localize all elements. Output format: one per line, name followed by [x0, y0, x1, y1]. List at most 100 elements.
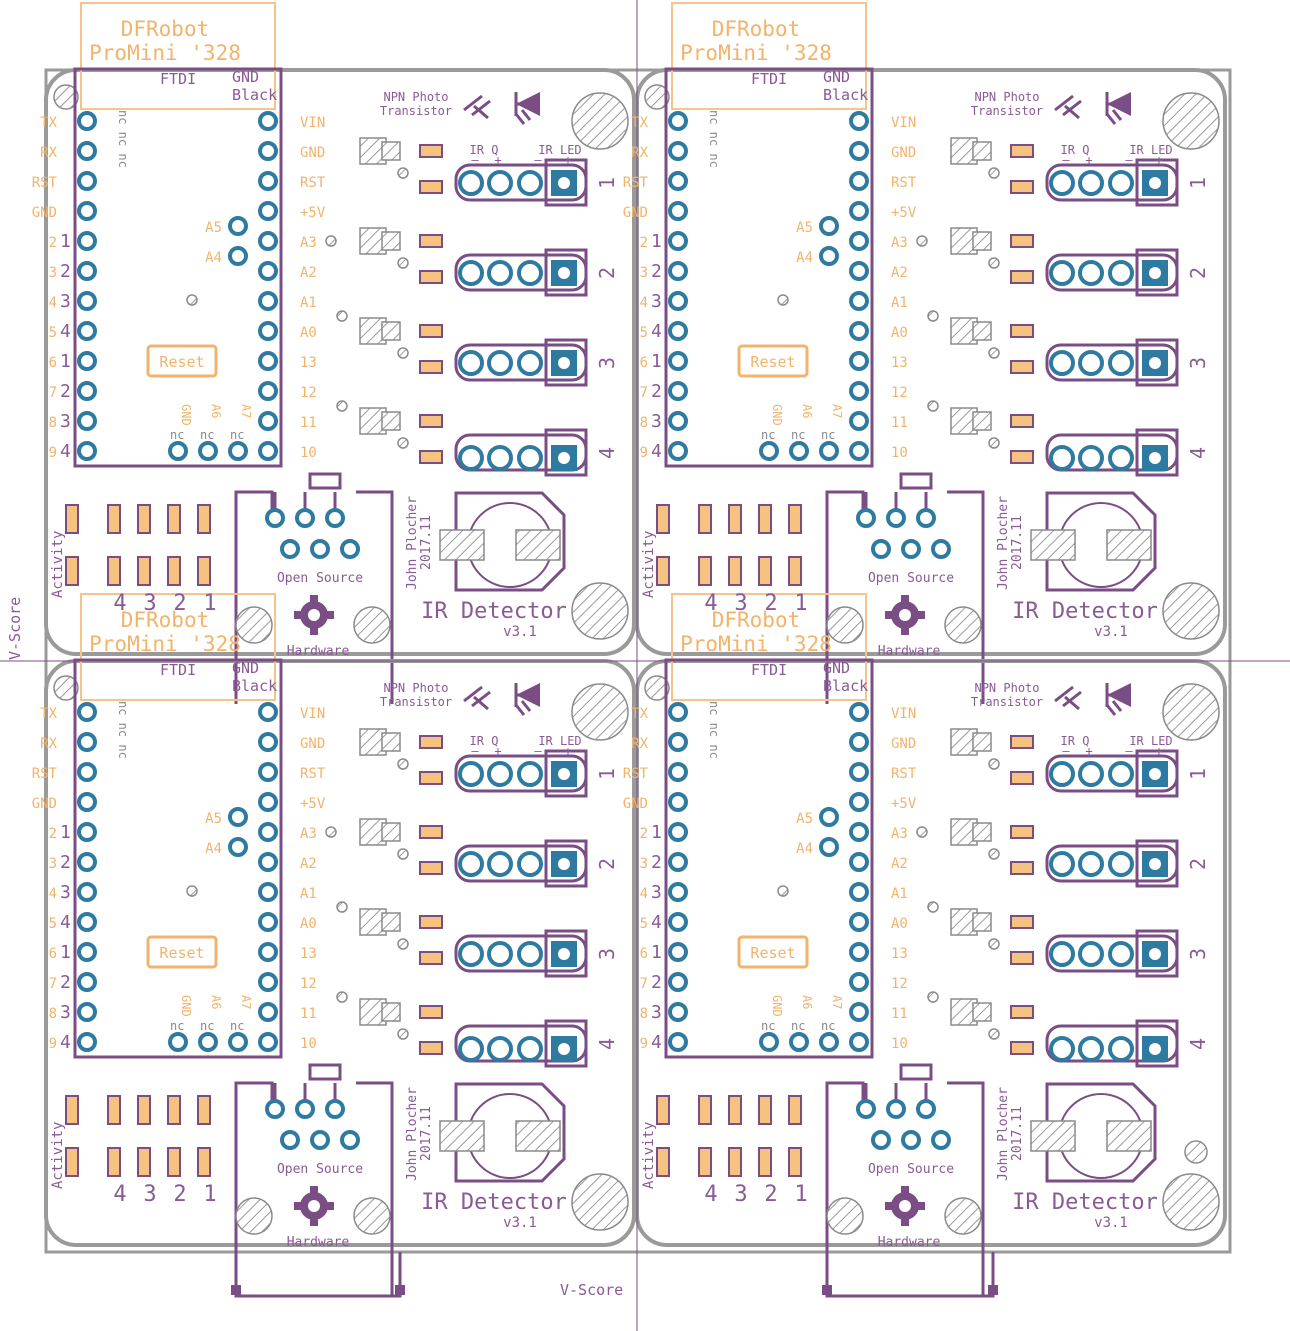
board-4-left-pin-label-3: GND [623, 796, 648, 812]
board-4-right-pin-label-7: A0 [891, 916, 908, 932]
board-3-module-title-1: DFRobot [121, 608, 210, 632]
board-1-bottom-pin-label-0: GND [179, 404, 193, 426]
board-4-right-pin-label-2: RST [891, 766, 917, 782]
board-3-digital-num-3: 5 [49, 916, 57, 932]
board-3-activity-num-1: 3 [143, 1182, 156, 1207]
board-2-right-pin-label-7: A0 [891, 325, 908, 341]
board-4-bottom-pin-label-2: A7 [830, 995, 844, 1009]
board-2-module-title-2: ProMini '328 [680, 41, 832, 65]
board-1-right-pin-label-0: VIN [300, 115, 325, 131]
board-2-channel-side-num-7: 4 [651, 441, 662, 462]
board-2-npn-label-1: NPN Photo [974, 90, 1039, 104]
board-3-digital-num-5: 7 [49, 976, 57, 992]
board-4-channel-side-num-7: 4 [651, 1032, 662, 1053]
board-3-a5-label: A5 [205, 811, 222, 827]
board-2-digital-num-7: 9 [640, 445, 648, 461]
board-4-channel-side-num-1: 2 [651, 852, 662, 873]
board-2-ir-led-label: IR LED [1129, 143, 1172, 157]
board-2-right-pin-label-1: GND [891, 145, 916, 161]
board-3-plus-2: + [564, 744, 571, 758]
board-3-channel-side-num-1: 2 [60, 852, 71, 873]
board-2-channel-side-num-0: 1 [651, 231, 662, 252]
board-3-channel-side-num-7: 4 [60, 1032, 71, 1053]
board-2-version: v3.1 [1094, 624, 1128, 640]
board-4-a4-label: A4 [796, 841, 813, 857]
board-1-black-label: Black [232, 86, 277, 104]
board-3-right-pin-label-7: A0 [300, 916, 317, 932]
board-3-digital-num-0: 2 [49, 826, 57, 842]
board-2-plus-1: + [1085, 153, 1092, 167]
board-1-bottom-nc-1: nc [200, 428, 214, 442]
board-2-connector-num-2: 3 [1186, 357, 1210, 369]
board-2-connector-num-3: 4 [1186, 447, 1210, 459]
board-2-channel-side-num-2: 3 [651, 291, 662, 312]
board-4-digital-num-6: 8 [640, 1006, 648, 1022]
board-1-digital-num-7: 9 [49, 445, 57, 461]
board-1-plus-1: + [494, 153, 501, 167]
board-1-bottom-pin-label-1: A6 [209, 404, 223, 418]
board-1-left-pin-label-3: GND [32, 205, 57, 221]
board-4-bottom-nc-2: nc [821, 1019, 835, 1033]
board-3-author-2: 2017.11 [419, 1106, 434, 1161]
board-4-channel-side-num-5: 2 [651, 972, 662, 993]
board-4-connector-num-2: 3 [1186, 948, 1210, 960]
board-1-connector-num-1: 2 [595, 267, 619, 279]
board-1-right-pin-label-8: 13 [300, 355, 317, 371]
board-2-npn-label-2: Transistor [971, 104, 1043, 118]
board-2-gnd-label: GND [823, 68, 850, 86]
board-1-minus-1: – [471, 153, 479, 167]
board-1-connector-num-2: 3 [595, 357, 619, 369]
board-1-bottom-nc-0: nc [170, 428, 184, 442]
board-2-module-title-1: DFRobot [712, 17, 801, 41]
board-1-gnd-label: GND [232, 68, 259, 86]
board-4-right-pin-label-1: GND [891, 736, 916, 752]
board-3-left-pin-label-1: RX [40, 736, 57, 752]
board-2-activity-num-0: 4 [704, 591, 717, 616]
board-3-channel-side-num-0: 1 [60, 822, 71, 843]
board-2-open-source-label: Open Source [868, 571, 954, 586]
board-1-channel-side-num-0: 1 [60, 231, 71, 252]
board-4-author-2: 2017.11 [1010, 1106, 1025, 1161]
board-3-minus-1: – [471, 744, 479, 758]
board-1-activity-num-3: 1 [203, 591, 216, 616]
board-4-left-nc-label: nc nc nc [707, 701, 721, 759]
board-3-author-1: John Plocher [405, 1087, 420, 1181]
board-1-module-title-1: DFRobot [121, 17, 210, 41]
board-2-minus-2: – [1125, 153, 1133, 167]
board-3-bottom-nc-2: nc [230, 1019, 244, 1033]
board-4-module-title-2: ProMini '328 [680, 632, 832, 656]
board-1-digital-num-2: 4 [49, 295, 57, 311]
board-2-author-2: 2017.11 [1010, 515, 1025, 570]
board-1-channel-side-num-4: 1 [60, 351, 71, 372]
board-1-version: v3.1 [503, 624, 537, 640]
board-1-activity-num-2: 2 [173, 591, 186, 616]
board-3-left-pin-label-0: TX [40, 706, 57, 722]
board-1-npn-label-2: Transistor [380, 104, 452, 118]
board-3-right-pin-label-9: 12 [300, 976, 317, 992]
board-4-bottom-nc-0: nc [761, 1019, 775, 1033]
board-3-npn-label-1: NPN Photo [383, 681, 448, 695]
board-4-plus-1: + [1085, 744, 1092, 758]
board-1-channel-side-num-3: 4 [60, 321, 71, 342]
board-2-channel-side-num-5: 2 [651, 381, 662, 402]
board-3-reset-label: Reset [159, 944, 204, 962]
board-3-npn-label-2: Transistor [380, 695, 452, 709]
board-3-ir-led-label: IR LED [538, 734, 581, 748]
board-1-channel-side-num-7: 4 [60, 441, 71, 462]
board-2-left-pin-label-0: TX [631, 115, 648, 131]
board-1-right-pin-label-4: A3 [300, 235, 317, 251]
board-3-activity-label: Activity [50, 1122, 66, 1189]
board-1-plus-2: + [564, 153, 571, 167]
board-2-left-pin-label-3: GND [623, 205, 648, 221]
board-3-right-pin-label-4: A3 [300, 826, 317, 842]
board-4-open-source-label: Open Source [868, 1162, 954, 1177]
board-3-bottom-pin-label-1: A6 [209, 995, 223, 1009]
board-2-digital-num-5: 7 [640, 385, 648, 401]
board-2-connector-num-0: 1 [1186, 177, 1210, 189]
board-2-bottom-nc-1: nc [791, 428, 805, 442]
board-4-ftdi-label: FTDI [751, 661, 787, 679]
board-1-right-pin-label-2: RST [300, 175, 326, 191]
board-3-bottom-nc-0: nc [170, 1019, 184, 1033]
board-2-right-pin-label-10: 11 [891, 415, 908, 431]
